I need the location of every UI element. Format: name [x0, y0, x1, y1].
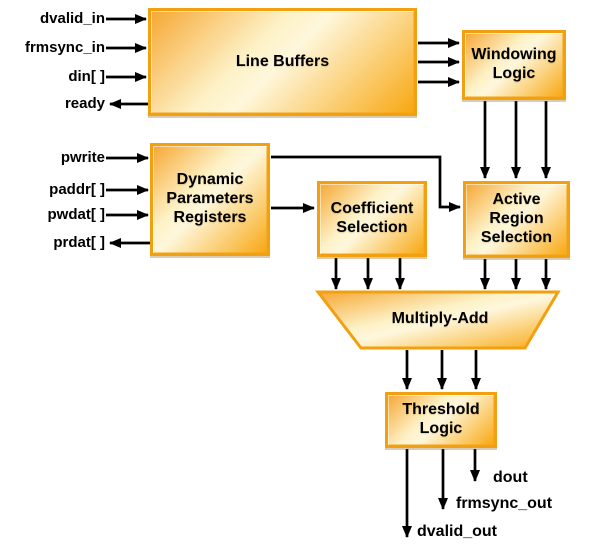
node-active-region-selection: Active Region Selection: [463, 181, 570, 258]
multiply-add-shape: [314, 290, 561, 350]
node-multiply-add-label: Multiply-Add: [391, 310, 489, 327]
port-label-paddr: paddr[ ]: [49, 181, 105, 198]
port-label-pwrite: pwrite: [60, 149, 105, 166]
port-label-frmsync-out: frmsync_out: [456, 495, 553, 512]
node-windowing-logic: Windowing Logic: [462, 30, 566, 100]
node-line-buffers: Line Buffers: [148, 8, 417, 116]
node-dynamic-parameters-registers: Dynamic Parameters Registers: [150, 143, 270, 256]
node-dynamic-parameters-registers-label: Dynamic Parameters Registers: [166, 171, 254, 226]
port-label-dout: dout: [493, 469, 528, 486]
wire-dpr-ars: [271, 155, 461, 212]
node-threshold-logic-label: Threshold Logic: [402, 401, 480, 437]
node-threshold-logic: Threshold Logic: [385, 392, 497, 448]
port-label-pwdat: pwdat[ ]: [47, 206, 106, 223]
node-windowing-logic-label: Windowing Logic: [471, 46, 557, 82]
node-active-region-selection-label: Active Region Selection: [480, 191, 553, 246]
port-label-ready: ready: [64, 95, 105, 112]
port-label-dvalid-out: dvalid_out: [417, 523, 498, 540]
node-coefficient-selection: Coefficient Selection: [317, 181, 427, 257]
node-line-buffers-label: Line Buffers: [235, 52, 330, 70]
port-label-prdat: prdat[ ]: [53, 234, 105, 251]
port-label-din: din[ ]: [68, 68, 105, 85]
port-label-dvalid-in: dvalid_in: [39, 10, 105, 27]
port-label-frmsync-in: frmsync_in: [24, 39, 105, 56]
node-coefficient-selection-label: Coefficient Selection: [330, 200, 414, 236]
